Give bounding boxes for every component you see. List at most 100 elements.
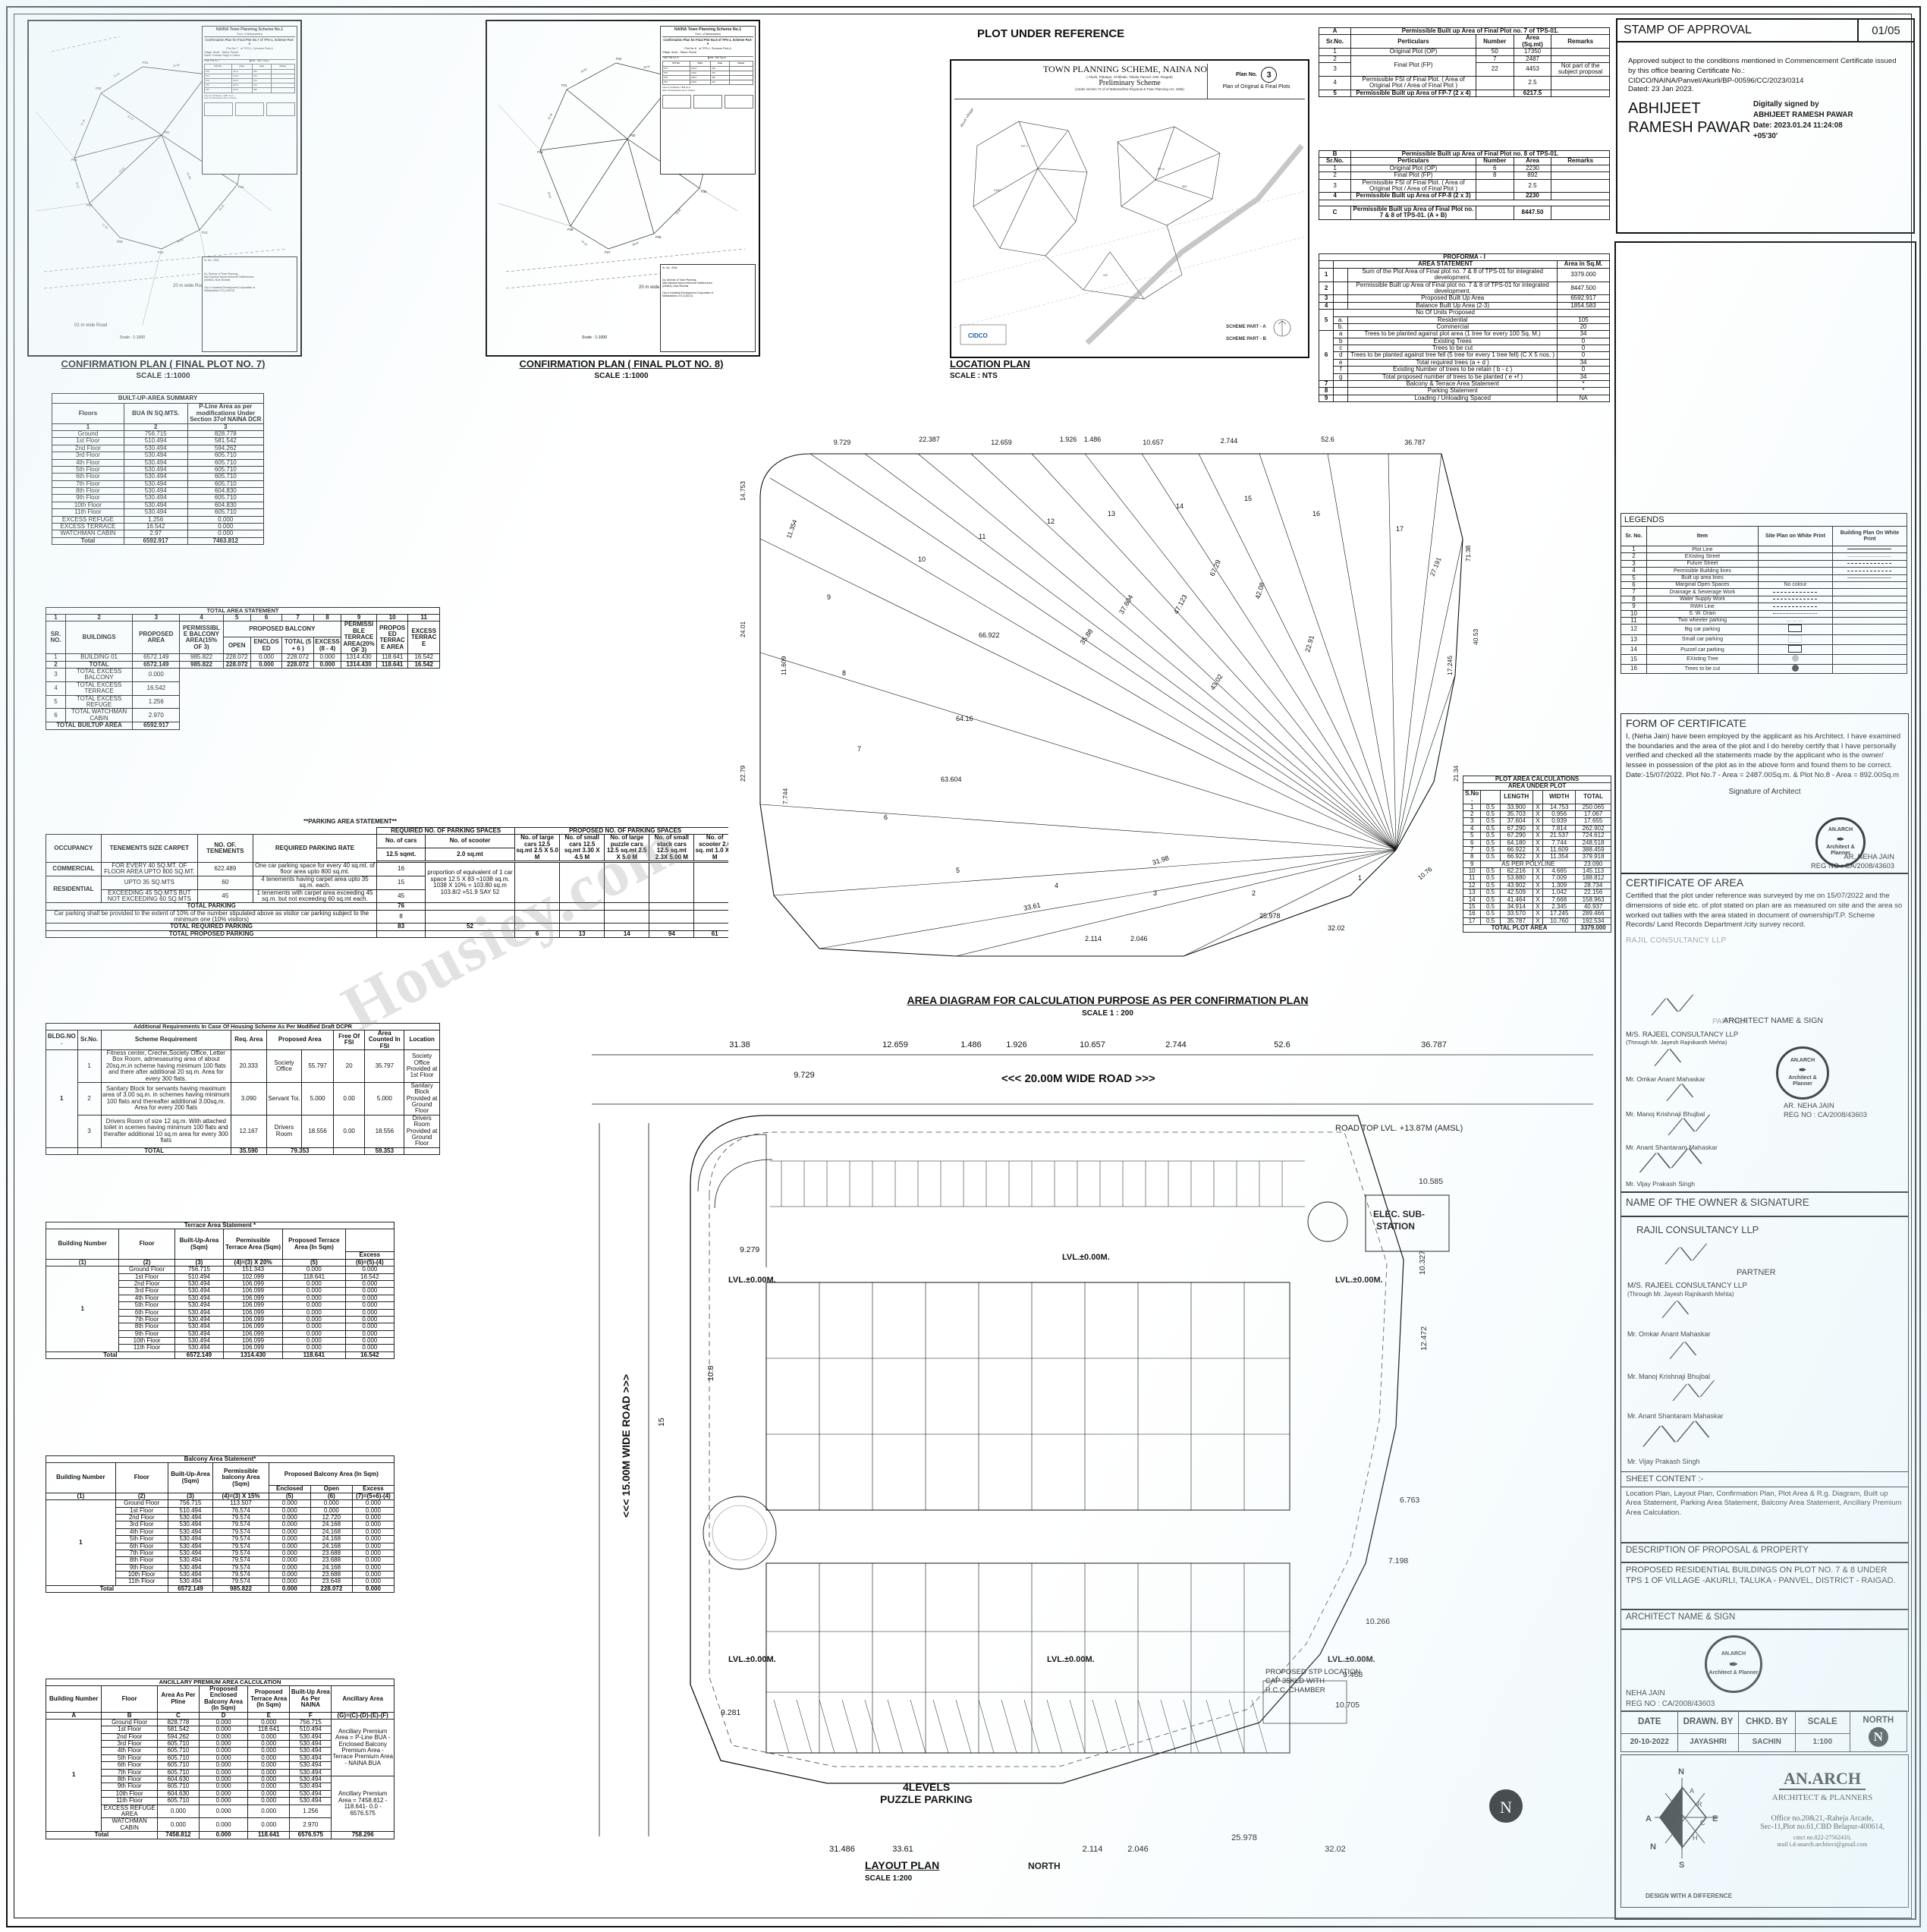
cell	[1480, 789, 1501, 804]
svg-text:34.91: 34.91	[218, 204, 225, 211]
cell: TOTAL EXCESS TERRACE	[64, 681, 134, 696]
svg-text:1.926: 1.926	[1060, 436, 1077, 443]
cell: Sum of the Plot Area of Final plot no. 7…	[1347, 267, 1558, 282]
cell: 2	[1621, 552, 1647, 561]
cell: 0.000	[344, 1308, 395, 1317]
cell: 16	[1621, 663, 1647, 675]
cell: 530.494	[174, 1308, 225, 1317]
confirmation-plan-8-scale: SCALE :1:1000	[594, 372, 649, 380]
svg-text:2.046: 2.046	[1130, 935, 1148, 942]
cell: 60	[196, 875, 253, 890]
svg-text:12.659: 12.659	[991, 439, 1012, 446]
cell: 2.5	[1513, 178, 1552, 194]
tas-title: TOTAL AREA STATEMENT	[46, 607, 440, 615]
svg-text:2.744: 2.744	[1165, 1040, 1187, 1049]
proforma-wrap: PROFORMA - I AREA STATEMENT Area in Sq.M…	[1318, 253, 1610, 403]
svg-text:12.44: 12.44	[101, 223, 108, 230]
cell: ENCLOSED	[250, 637, 283, 655]
cell: TOTAL EXCESS REFUGE	[64, 694, 134, 710]
table-row: Car parking shall be provided to the ext…	[45, 909, 736, 924]
cell: 8th Floor	[115, 1556, 168, 1565]
cell: 0.000	[344, 1344, 395, 1352]
cell: Free Of FSI	[332, 1029, 366, 1050]
svg-text:P30: P30	[630, 134, 636, 137]
cell: 76	[376, 902, 426, 911]
cell: LENGTH	[1499, 789, 1533, 804]
cell: Permissible FSI of Final Plot. ( Area of…	[1350, 178, 1476, 194]
firm-address-3: cntct no.022-27562410,	[1793, 1834, 1852, 1841]
cell: 1	[77, 1049, 102, 1083]
cell: 228.072	[222, 653, 251, 662]
cell: PROPOSED BALCONY	[222, 621, 342, 638]
cell: 1	[46, 653, 66, 662]
cell: 94	[649, 930, 695, 939]
svg-text:63.604: 63.604	[941, 776, 962, 783]
cell: 0.000	[247, 1804, 291, 1819]
cell: No. of scooter	[424, 834, 516, 848]
cell: TOTAL	[77, 1147, 231, 1156]
tps-sub2: Preliminary Scheme	[1099, 79, 1161, 87]
cell: Existing Number of trees to be retain ( …	[1347, 366, 1558, 374]
certificate-of-area-box: CERTIFICATE OF AREA Certified that the p…	[1621, 873, 1909, 1193]
svg-text:31.46: 31.46	[547, 113, 553, 121]
cell: BUILDING 01	[64, 653, 134, 662]
svg-text:1: 1	[1358, 874, 1362, 882]
inset-title-8: NAINA Town Planning Scheme No.1	[674, 27, 742, 32]
cell: 0	[1557, 351, 1610, 360]
cell: NO. OF. TENEMENTS	[196, 834, 253, 863]
cell: Floor	[118, 1229, 175, 1260]
form-cert-architect-block: AR. NEHA JAIN REG NO : CA/2008/43603	[1811, 852, 1894, 870]
cell: 1	[46, 1049, 78, 1148]
cell: S.No.	[1462, 789, 1482, 804]
cell: Proposed Enclosed Balcony Area (In Sqm)	[198, 1685, 249, 1713]
cell: Floor	[115, 1462, 168, 1493]
cell: d	[1333, 351, 1349, 360]
svg-text:64.16: 64.16	[956, 715, 973, 722]
dsig-line-3: Date: 2023.01.24 11:24:08	[1753, 121, 1843, 131]
cell: 11th Floor	[52, 508, 124, 517]
cell: 4	[46, 681, 66, 696]
table-row: RESIDENTIAL UPTO 35 SQ.MTS 60 4 tenement…	[46, 875, 736, 904]
cell: 530.494	[123, 508, 188, 517]
cell: 22	[1475, 61, 1514, 77]
svg-text:FP-8: FP-8	[1158, 167, 1165, 171]
cell: 34	[1557, 330, 1610, 338]
balcony-table: Balcony Area Statement* Building Number …	[46, 1455, 395, 1594]
cell: 0.5	[1480, 853, 1501, 861]
cell: X	[1532, 832, 1544, 840]
svg-text:33.61: 33.61	[892, 1845, 913, 1854]
cell: Trees to be planted against tree fell (5…	[1347, 351, 1558, 360]
cell: 24.168	[310, 1542, 353, 1550]
cell	[1551, 178, 1610, 194]
svg-text:7: 7	[857, 745, 861, 753]
cell: 228.072	[281, 660, 314, 669]
cell: 14	[604, 930, 650, 939]
cell: UPTO 35 SQ.MTS	[100, 875, 198, 890]
cell: Drainage & Sewerage Work	[1646, 588, 1759, 596]
form-cert-title: FORM OF CERTIFICATE	[1626, 717, 1746, 729]
cell: Final Plot (FP)	[1350, 171, 1476, 180]
cell: Building Number	[45, 1685, 102, 1713]
cell: DATE	[1620, 1710, 1679, 1734]
cell: Sanitary Block for servants having maxim…	[100, 1081, 231, 1115]
cell: EXCESS TERRACE	[407, 621, 440, 655]
plan-no-value: 3	[1261, 67, 1277, 83]
svg-text:23.57: 23.57	[547, 191, 552, 199]
svg-text:S: S	[1679, 1861, 1684, 1870]
form-cert-reg: REG NO : CA/2008/43603	[1811, 861, 1894, 870]
table-A-wrap: A Permissible Built up Area of Final Plo…	[1318, 27, 1610, 97]
cell: (1)	[45, 1258, 120, 1267]
cert-area-body: Certified that the plot under reference …	[1626, 892, 1903, 930]
svg-text:LVL.±0.00M.: LVL.±0.00M.	[1047, 1655, 1095, 1664]
cell: TOTAL PLOT AREA	[1462, 924, 1576, 933]
